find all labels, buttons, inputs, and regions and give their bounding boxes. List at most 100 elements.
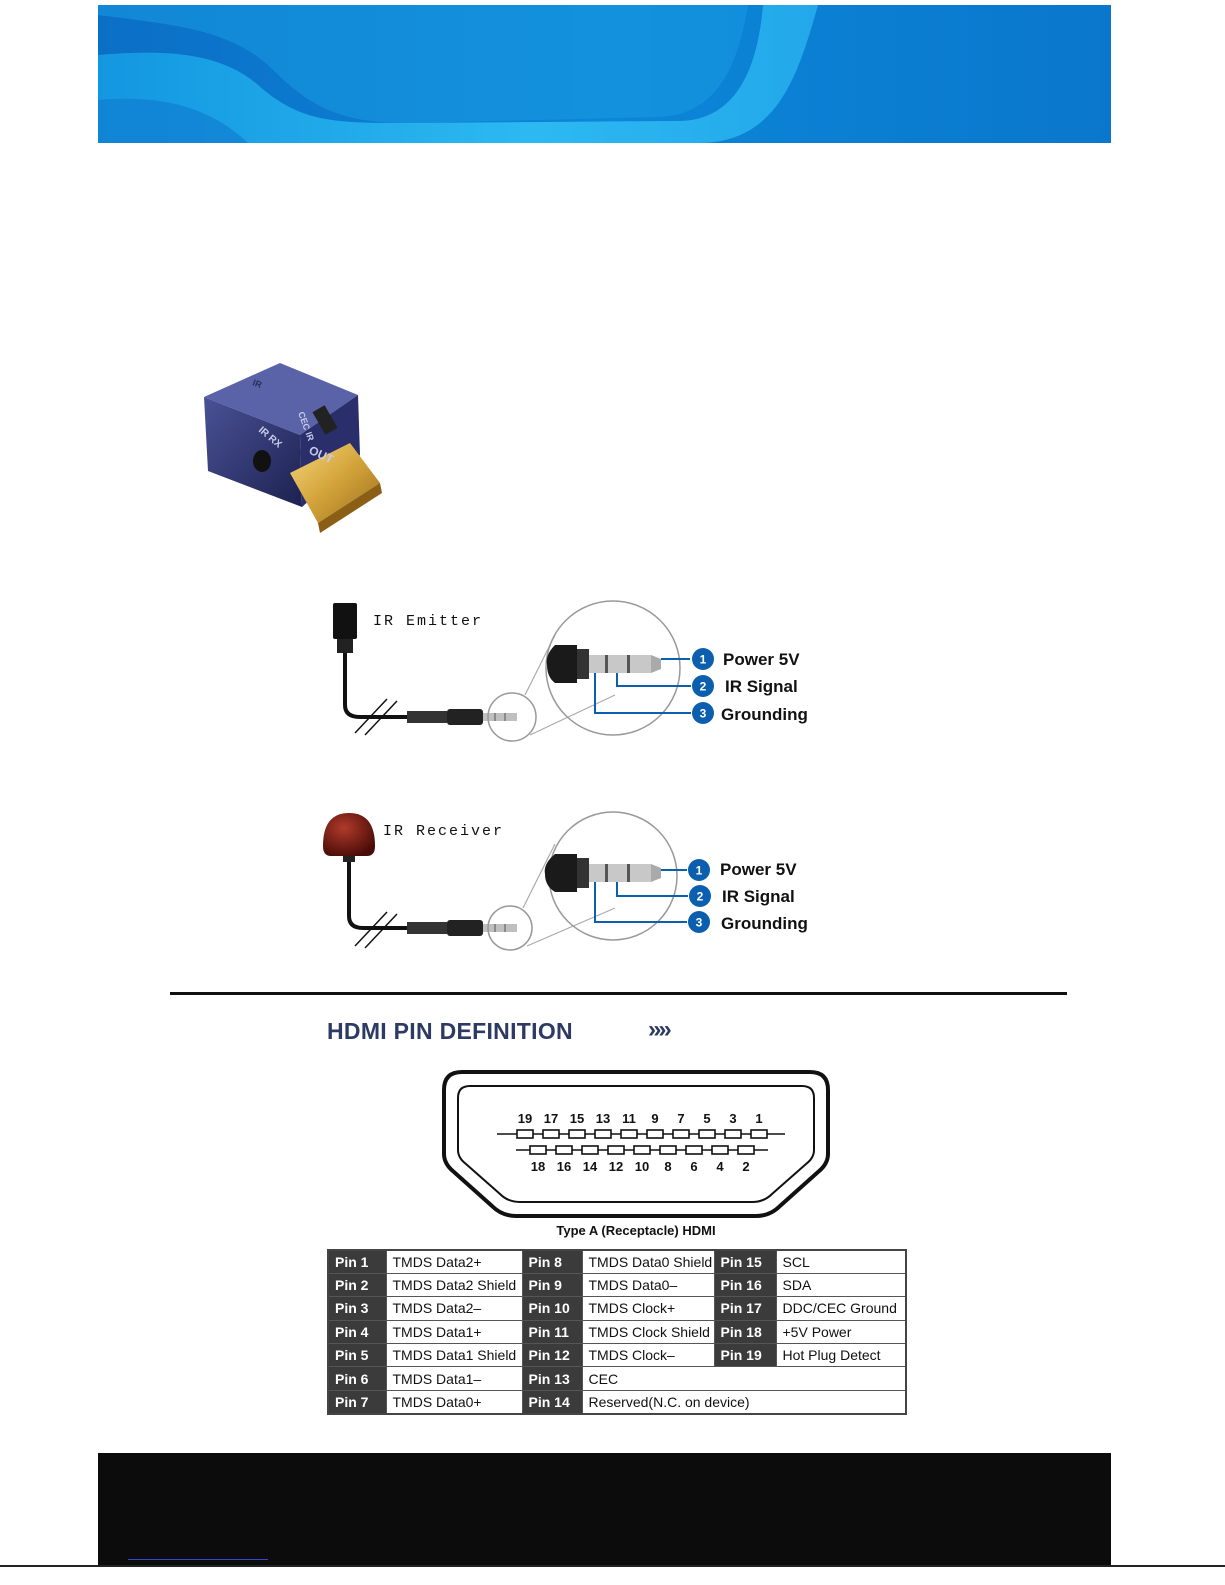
bottom-pin-contact (581, 1145, 599, 1155)
top-pin-contact (672, 1129, 690, 1139)
pin-description-cell: TMDS Clock– (581, 1343, 715, 1368)
bottom-pin-contact (633, 1145, 651, 1155)
ir-receiver-icon (323, 813, 375, 856)
receiver-pin-2-badge: 2 (697, 890, 704, 904)
pin-description-cell: +5V Power (775, 1319, 907, 1345)
top-pin-contact (620, 1129, 638, 1139)
pin-description-cell: TMDS Data2– (385, 1296, 523, 1321)
pin-number-cell: Pin 11 (521, 1319, 583, 1345)
top-pin-label: 19 (518, 1111, 532, 1126)
hdmi-pin-definition-heading: HDMI PIN DEFINITION (327, 1018, 573, 1044)
top-pin-label: 5 (703, 1111, 710, 1126)
bottom-pin-label: 18 (531, 1159, 545, 1174)
pin-description-cell: TMDS Clock Shield (581, 1319, 715, 1345)
bottom-pin-contact (659, 1145, 677, 1155)
bottom-pin-contact (607, 1145, 625, 1155)
receiver-pin-3-label: Grounding (721, 914, 808, 933)
emitter-pin-1-label: Power 5V (723, 650, 800, 669)
receiver-pin-1-badge: 1 (696, 864, 703, 878)
top-pin-contact (516, 1129, 534, 1139)
receiver-pin-1-label: Power 5V (720, 860, 797, 879)
header-banner (98, 5, 1111, 143)
bottom-pin-label: 16 (557, 1159, 571, 1174)
bottom-pin-contact (737, 1145, 755, 1155)
pin-number-cell: Pin 2 (327, 1272, 387, 1298)
bottom-pin-label: 8 (664, 1159, 671, 1174)
pin-number-cell: Pin 17 (713, 1296, 777, 1321)
pin-description-cell: TMDS Clock+ (581, 1296, 715, 1321)
emitter-pin-1-badge: 1 (700, 653, 707, 667)
top-pin-label: 13 (596, 1111, 610, 1126)
hdmi-ir-adapter-image: IR IR RX CEC IR OUT (190, 355, 405, 545)
top-pin-contact (750, 1129, 768, 1139)
pin-description-cell: TMDS Data2 Shield (385, 1272, 523, 1298)
top-pin-contact (568, 1129, 586, 1139)
pin-number-cell: Pin 19 (713, 1343, 777, 1368)
pin-description-cell: DDC/CEC Ground (775, 1296, 907, 1321)
top-pin-contact (542, 1129, 560, 1139)
pin-description-cell: CEC (581, 1366, 907, 1391)
pin-number-cell: Pin 14 (521, 1389, 583, 1415)
receiver-pin-3-badge: 3 (696, 916, 703, 930)
bottom-pin-contact (555, 1145, 573, 1155)
pin-description-cell: TMDS Data0– (581, 1272, 715, 1298)
bottom-pin-label: 4 (716, 1159, 724, 1174)
pin-number-cell: Pin 13 (521, 1366, 583, 1391)
ir-emitter-icon (333, 603, 357, 639)
pin-description-cell: TMDS Data0+ (385, 1389, 523, 1415)
receiver-pin-2-label: IR Signal (722, 887, 795, 906)
bottom-pin-contact (685, 1145, 703, 1155)
pin-number-cell: Pin 3 (327, 1296, 387, 1321)
pin-description-cell: TMDS Data0 Shield (581, 1249, 715, 1274)
footer-bar (98, 1453, 1111, 1565)
pin-description-cell: SCL (775, 1249, 907, 1274)
pin-description-cell: Hot Plug Detect (775, 1343, 907, 1368)
bottom-pin-label: 2 (742, 1159, 749, 1174)
top-pin-label: 15 (570, 1111, 584, 1126)
top-pin-contact (594, 1129, 612, 1139)
pin-number-cell: Pin 1 (327, 1249, 387, 1274)
top-pin-label: 17 (544, 1111, 558, 1126)
top-pin-contact (646, 1129, 664, 1139)
bottom-pin-label: 10 (635, 1159, 649, 1174)
pin-number-cell: Pin 8 (521, 1249, 583, 1274)
pin-number-cell: Pin 10 (521, 1296, 583, 1321)
emitter-pin-3-label: Grounding (721, 705, 808, 724)
pin-description-cell: SDA (775, 1272, 907, 1298)
top-pin-contact (698, 1129, 716, 1139)
pin-number-cell: Pin 18 (713, 1319, 777, 1345)
chevrons-icon: »» (648, 1016, 672, 1043)
emitter-device-label: IR Emitter (373, 613, 483, 630)
bottom-pin-contact (711, 1145, 729, 1155)
bottom-pin-label: 14 (583, 1159, 598, 1174)
footer-link-underline (128, 1559, 268, 1560)
top-pin-label: 11 (622, 1111, 636, 1126)
pin-description-cell: Reserved(N.C. on device) (581, 1389, 907, 1415)
pin-number-cell: Pin 5 (327, 1343, 387, 1368)
pin-number-cell: Pin 6 (327, 1366, 387, 1391)
top-pin-label: 9 (651, 1111, 658, 1126)
top-pin-label: 1 (755, 1111, 762, 1126)
pin-number-cell: Pin 9 (521, 1272, 583, 1298)
top-pin-label: 3 (729, 1111, 736, 1126)
bottom-pin-label: 6 (690, 1159, 697, 1174)
pin-number-cell: Pin 16 (713, 1272, 777, 1298)
pin-number-cell: Pin 7 (327, 1389, 387, 1415)
top-pin-contact (724, 1129, 742, 1139)
page-bottom-line (0, 1565, 1225, 1567)
adapter-label-top: IR (251, 377, 263, 390)
receiver-device-label: IR Receiver (383, 823, 504, 840)
ir-emitter-diagram: 1 2 3 Power 5V IR Signal Grounding IR Em… (315, 595, 875, 760)
pin-description-cell: TMDS Data1+ (385, 1319, 523, 1345)
bottom-pin-contact (529, 1145, 547, 1155)
pin-number-cell: Pin 4 (327, 1319, 387, 1345)
